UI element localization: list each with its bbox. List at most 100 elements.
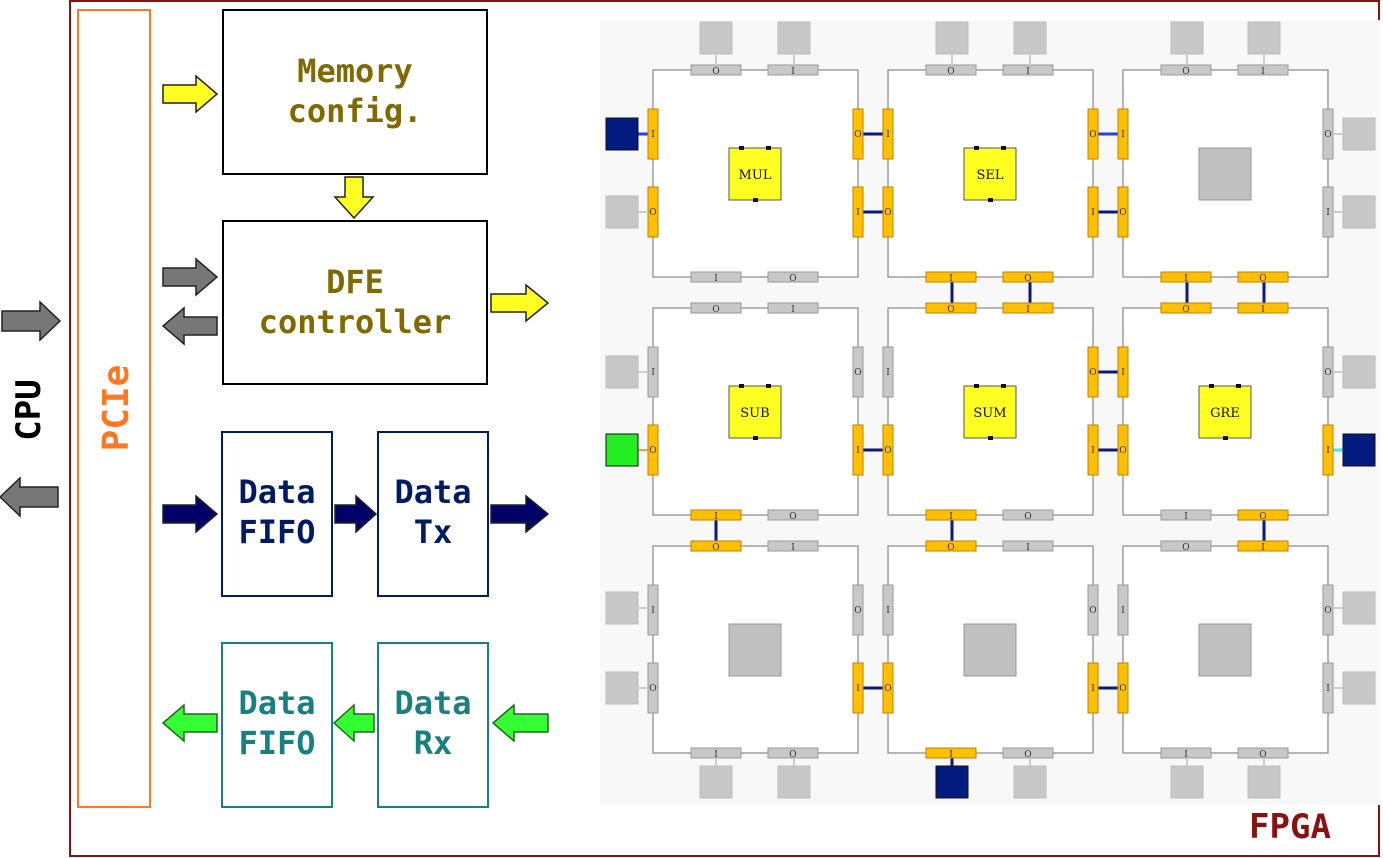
port-label: I <box>856 446 860 456</box>
port <box>690 271 742 283</box>
tx-to-fpga-arrow-icon <box>490 494 550 534</box>
port <box>925 540 977 552</box>
op-label-gre: GRE <box>1210 406 1240 421</box>
port-label: I <box>791 543 795 553</box>
port-label: O <box>884 208 891 218</box>
port-label: O <box>1119 684 1126 694</box>
rx-to-fifo-arrow-icon <box>332 703 375 743</box>
port-label: I <box>1121 606 1125 616</box>
dfe-to-pcie-arrow-icon <box>161 306 218 346</box>
fpga-to-rx-arrow-icon <box>491 703 549 743</box>
port-label: O <box>789 750 796 760</box>
op-output-pin <box>988 198 993 202</box>
op-input-pin <box>974 146 979 150</box>
port-label: I <box>1091 208 1095 218</box>
port <box>1160 509 1212 521</box>
port <box>1160 540 1212 552</box>
io-pad <box>1170 21 1204 55</box>
port-label: I <box>714 274 718 284</box>
port <box>1117 662 1129 714</box>
port-label: I <box>1026 67 1030 77</box>
port-label: O <box>1024 512 1031 522</box>
port <box>1237 509 1289 521</box>
io-pad <box>699 765 733 799</box>
dfe-controller-line2: controller <box>259 303 452 341</box>
port <box>1322 584 1334 636</box>
port-label: O <box>884 446 891 456</box>
io-pad <box>1342 117 1376 151</box>
port-label: I <box>1261 305 1265 315</box>
op-input-pin <box>739 384 744 388</box>
port-label: O <box>854 368 861 378</box>
port-label: I <box>1091 446 1095 456</box>
port-label: O <box>947 543 954 553</box>
port-label: I <box>1184 274 1188 284</box>
op-block-gre <box>1198 385 1252 439</box>
port-label: O <box>1089 606 1096 616</box>
output-pad <box>935 765 969 799</box>
op-output-pin <box>753 198 758 202</box>
op-output-pin <box>988 436 993 440</box>
port <box>1002 302 1054 314</box>
port <box>1002 271 1054 283</box>
op-output-pin <box>1223 436 1228 440</box>
port <box>882 186 894 238</box>
port <box>925 509 977 521</box>
data-rx-block <box>377 642 489 808</box>
io-pad <box>1342 671 1376 705</box>
io-pad <box>1013 21 1047 55</box>
port-label: I <box>714 750 718 760</box>
port <box>852 108 864 160</box>
idle-compute-block <box>1198 147 1252 201</box>
io-pad <box>935 21 969 55</box>
port <box>690 509 742 521</box>
port-label: O <box>1024 750 1031 760</box>
port <box>1087 186 1099 238</box>
port <box>852 584 864 636</box>
cpu-to-pcie-arrow-icon <box>1 300 62 342</box>
port <box>1087 424 1099 476</box>
port <box>1117 584 1129 636</box>
op-input-pin <box>974 384 979 388</box>
port <box>1002 540 1054 552</box>
port <box>925 747 977 759</box>
pcie-to-memory-arrow-icon <box>162 74 219 114</box>
data-fifo-tx-line1: Data <box>238 473 315 511</box>
port <box>1002 509 1054 521</box>
io-pad <box>1342 591 1376 625</box>
port-label: I <box>1326 684 1330 694</box>
op-input-pin <box>1001 146 1006 150</box>
port-label: O <box>712 305 719 315</box>
port-label: I <box>1326 446 1330 456</box>
port-label: I <box>1091 684 1095 694</box>
port-label: I <box>1184 512 1188 522</box>
port-label: O <box>1259 750 1266 760</box>
io-pad <box>1013 765 1047 799</box>
io-pad <box>605 671 639 705</box>
port-label: O <box>1024 274 1031 284</box>
io-pad <box>605 355 639 389</box>
port-label: I <box>651 368 655 378</box>
port <box>1237 302 1289 314</box>
io-pad <box>1247 765 1281 799</box>
data-fifo-tx-block <box>221 431 333 597</box>
memory-config-line1: Memory <box>297 52 413 90</box>
port-label: O <box>1324 368 1331 378</box>
port-label: O <box>884 684 891 694</box>
port <box>882 346 894 398</box>
port-label: O <box>789 512 796 522</box>
output-pad <box>1342 433 1376 467</box>
port-label: I <box>1184 750 1188 760</box>
port <box>852 346 864 398</box>
pcie-label: PCIe <box>96 365 137 452</box>
port-label: I <box>651 130 655 140</box>
op-input-pin <box>1001 384 1006 388</box>
port <box>925 271 977 283</box>
port-label: O <box>1324 606 1331 616</box>
port-label: O <box>712 67 719 77</box>
port-label: I <box>886 606 890 616</box>
port <box>767 509 819 521</box>
op-label-mul: MUL <box>739 168 772 183</box>
io-pad <box>605 195 639 229</box>
